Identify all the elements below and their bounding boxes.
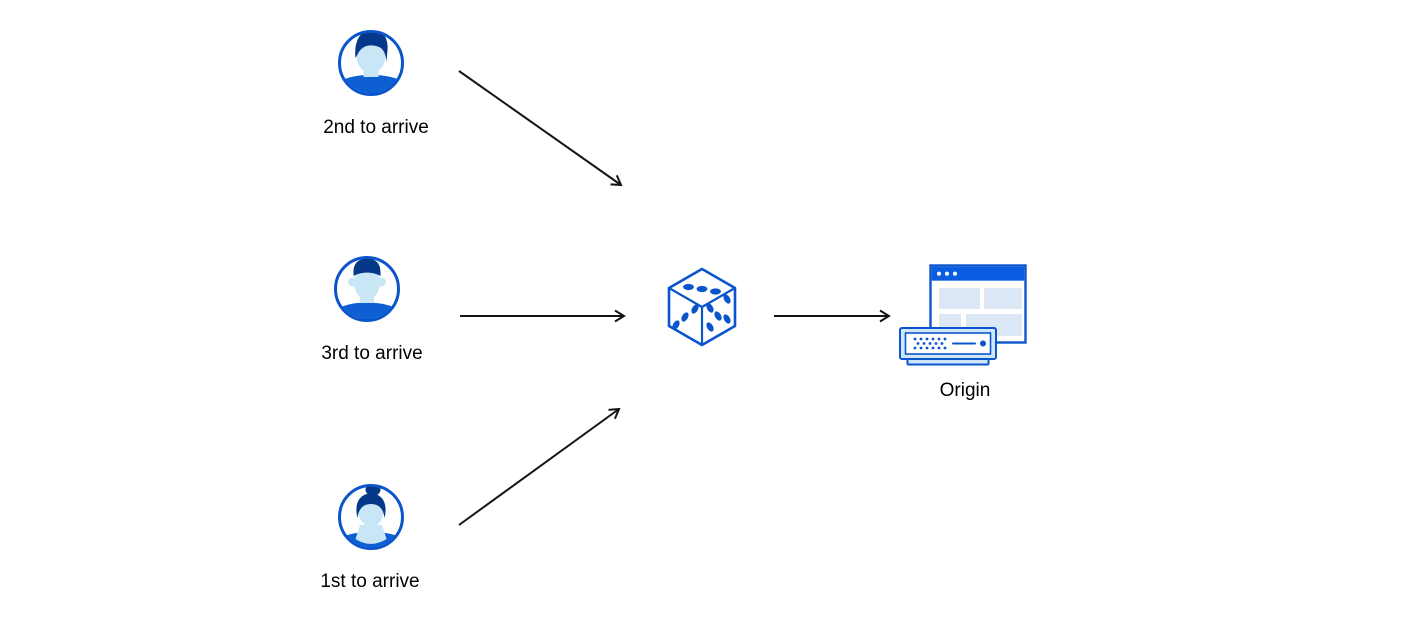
window-dot xyxy=(952,271,958,276)
browser-content-block xyxy=(984,288,1022,309)
avatar-chest xyxy=(355,525,387,544)
server-unit xyxy=(899,327,997,366)
user-label-1st: 1st to arrive xyxy=(320,571,420,592)
man-flat-hair-avatar xyxy=(334,256,400,322)
avatar-face xyxy=(354,266,380,300)
user-label-2nd: 2nd to arrive xyxy=(323,117,429,138)
window-dot xyxy=(944,271,950,276)
server-led xyxy=(980,340,986,347)
browser-content-block xyxy=(939,288,980,309)
avatar-hair xyxy=(353,258,381,276)
browser-titlebar xyxy=(931,266,1025,281)
user-label-3rd: 3rd to arrive xyxy=(321,343,423,364)
arrow-user2-to-dice xyxy=(458,70,623,187)
avatar-face xyxy=(356,39,386,73)
woman-bun-avatar xyxy=(338,484,404,550)
window-dot xyxy=(936,271,942,276)
avatar-hair xyxy=(356,493,386,518)
arrows xyxy=(458,70,891,526)
origin-server-browser-icon xyxy=(899,264,1027,366)
dice-icon xyxy=(667,267,737,347)
man-swept-hair-avatar xyxy=(338,30,404,96)
dice-cube-edges xyxy=(668,287,736,345)
avatar-hair xyxy=(355,32,388,62)
avatar-hair-bun xyxy=(365,486,381,496)
server-base xyxy=(906,358,990,366)
origin-label: Origin xyxy=(939,380,991,401)
server-vent-dots xyxy=(913,337,947,350)
arrow-user1-to-dice xyxy=(458,407,621,526)
